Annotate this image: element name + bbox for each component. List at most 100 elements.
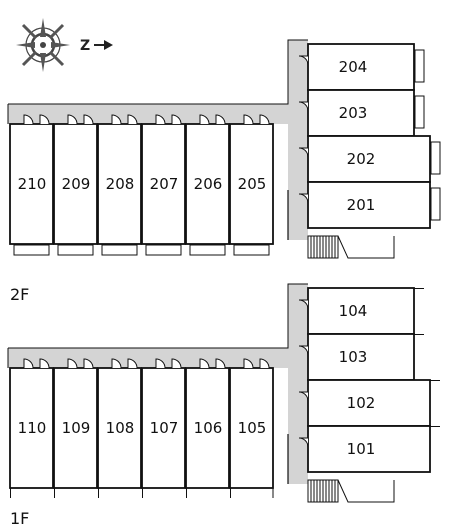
compass-spike: [51, 42, 70, 48]
door-swing-icon: [259, 358, 270, 369]
room-label-102: 102: [347, 394, 376, 412]
room-label-104: 104: [339, 302, 368, 320]
corridor-edge: [8, 39, 308, 105]
balcony: [57, 244, 94, 256]
door-swing-icon: [298, 391, 309, 402]
room-110: [9, 367, 54, 489]
compass-north-label: Z: [80, 38, 90, 54]
room-101: [307, 425, 431, 473]
floor-1f: 110 109 108 107 106 105 104 103 102 101: [7, 283, 440, 503]
balcony: [430, 187, 441, 221]
room-label-207: 207: [150, 175, 179, 193]
room-label-107: 107: [150, 419, 179, 437]
compass-hub: [40, 42, 46, 48]
door-swing-icon: [298, 101, 309, 112]
room-210: [9, 123, 54, 245]
room-107: [141, 367, 186, 489]
door-swing-icon: [171, 358, 182, 369]
room-203: [307, 89, 415, 137]
door-swing-icon: [111, 114, 122, 125]
door-swing-icon: [83, 358, 94, 369]
compass-diagonal: [21, 50, 38, 67]
balcony: [101, 244, 138, 256]
room-206: [185, 123, 230, 245]
balcony: [145, 244, 182, 256]
door-swing-icon: [215, 358, 226, 369]
door-swing-icon: [298, 437, 309, 448]
balcony: [414, 49, 425, 83]
room-label-204: 204: [339, 58, 368, 76]
stair-landing: [337, 479, 395, 503]
balcony: [430, 141, 441, 175]
room-label-206: 206: [194, 175, 223, 193]
door-swing-icon: [111, 358, 122, 369]
compass-spike: [16, 42, 35, 48]
door-swing-icon: [298, 299, 309, 310]
room-label-103: 103: [339, 348, 368, 366]
room-109: [53, 367, 98, 489]
balcony: [233, 244, 270, 256]
door-swing-icon: [298, 147, 309, 158]
door-swing-icon: [67, 114, 78, 125]
door-swing-icon: [23, 114, 34, 125]
door-swing-icon: [39, 358, 50, 369]
room-label-210: 210: [18, 175, 47, 193]
room-205: [229, 123, 274, 245]
room-201: [307, 181, 431, 229]
floor-label-1f: 1F: [10, 509, 29, 528]
balcony: [13, 244, 50, 256]
room-label-201: 201: [347, 196, 376, 214]
door-swing-icon: [259, 114, 270, 125]
door-swing-icon: [127, 114, 138, 125]
balcony: [189, 244, 226, 256]
room-104: [307, 287, 415, 335]
room-label-108: 108: [106, 419, 135, 437]
corridor-edge: [8, 283, 308, 349]
door-swing-icon: [243, 114, 254, 125]
room-label-105: 105: [238, 419, 267, 437]
room-102: [307, 379, 431, 427]
compass-diagonal: [48, 50, 65, 67]
door-swing-icon: [243, 358, 254, 369]
compass-spike: [40, 18, 46, 37]
room-label-202: 202: [347, 150, 376, 168]
room-label-209: 209: [62, 175, 91, 193]
room-105: [229, 367, 274, 489]
compass-rose-icon: [16, 18, 70, 72]
room-label-106: 106: [194, 419, 223, 437]
door-swing-icon: [215, 114, 226, 125]
compass-diagonal: [48, 23, 65, 40]
door-swing-icon: [23, 358, 34, 369]
room-label-205: 205: [238, 175, 267, 193]
door-swing-icon: [155, 358, 166, 369]
room-209: [53, 123, 98, 245]
room-label-110: 110: [18, 419, 47, 437]
door-swing-icon: [298, 55, 309, 66]
floor-2f: 210 209 208 207 206 205 204 203 202 201: [7, 39, 441, 259]
room-202: [307, 135, 431, 183]
floor-label-2f: 2F: [10, 285, 29, 304]
room-207: [141, 123, 186, 245]
room-label-208: 208: [106, 175, 135, 193]
door-swing-icon: [199, 114, 210, 125]
room-label-101: 101: [347, 440, 376, 458]
arrow-head: [104, 40, 113, 50]
stair-landing: [337, 235, 395, 259]
compass-diagonal: [21, 23, 38, 40]
door-swing-icon: [39, 114, 50, 125]
door-swing-icon: [298, 193, 309, 204]
door-swing-icon: [171, 114, 182, 125]
door-swing-icon: [155, 114, 166, 125]
balcony: [414, 95, 425, 129]
room-label-109: 109: [62, 419, 91, 437]
room-label-203: 203: [339, 104, 368, 122]
north-arrow-icon: [94, 40, 113, 50]
door-swing-icon: [298, 345, 309, 356]
door-swing-icon: [67, 358, 78, 369]
room-208: [97, 123, 142, 245]
room-106: [185, 367, 230, 489]
door-swing-icon: [199, 358, 210, 369]
compass-spike: [40, 53, 46, 72]
room-108: [97, 367, 142, 489]
